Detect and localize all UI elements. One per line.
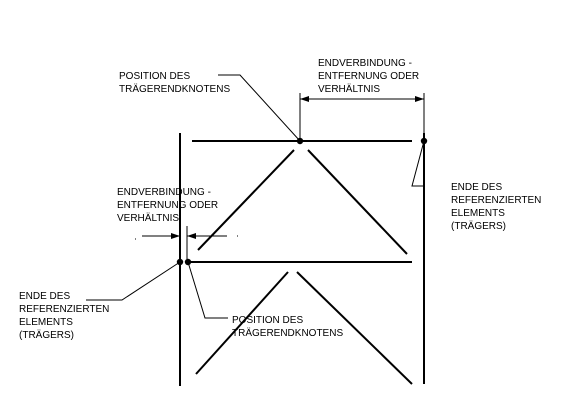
lower-diagonal-right (296, 271, 413, 385)
leader-ref-end-right (411, 140, 425, 187)
leader-node-pos-top (218, 74, 301, 142)
label-endconn-left: ENDVERBINDUNG - ENTFERNUNG ODER VERHÄLTN… (117, 187, 221, 224)
label-node-pos-bottom: POSITION DES TRÄGERENDKNOTENS (232, 315, 343, 339)
label-endconn-top: ENDVERBINDUNG - ENTFERNUNG ODER VERHÄLTN… (318, 58, 422, 95)
left-dim-arrow-right (187, 233, 196, 239)
label-ref-end-right: ENDE DES REFERENZIERTEN ELEMENTS (TRÄGER… (451, 182, 544, 232)
top-dim-arrow-right (415, 96, 424, 102)
lower-beam-end-node (184, 258, 192, 266)
left-referenced-end-node (176, 258, 184, 266)
leader-ref-end-left (86, 261, 181, 301)
upper-diagonal-right (307, 149, 408, 255)
upper-diagonal-left (197, 149, 295, 251)
top-dim-arrow-left (300, 96, 309, 102)
label-ref-end-left: ENDE DES REFERENZIERTEN ELEMENTS (TRÄGER… (19, 291, 112, 341)
label-node-pos-top: POSITION DES TRÄGERENDKNOTENS (119, 71, 230, 95)
leader-node-pos-bottom (187, 261, 228, 319)
nodes (176, 137, 428, 266)
structure (179, 133, 425, 386)
lower-diagonal-left (195, 271, 289, 375)
right-referenced-end-node (420, 137, 428, 145)
left-dim-arrow-left (171, 233, 180, 239)
leaders (86, 74, 425, 319)
arrowheads (171, 96, 424, 239)
upper-beam-end-node (296, 137, 304, 145)
